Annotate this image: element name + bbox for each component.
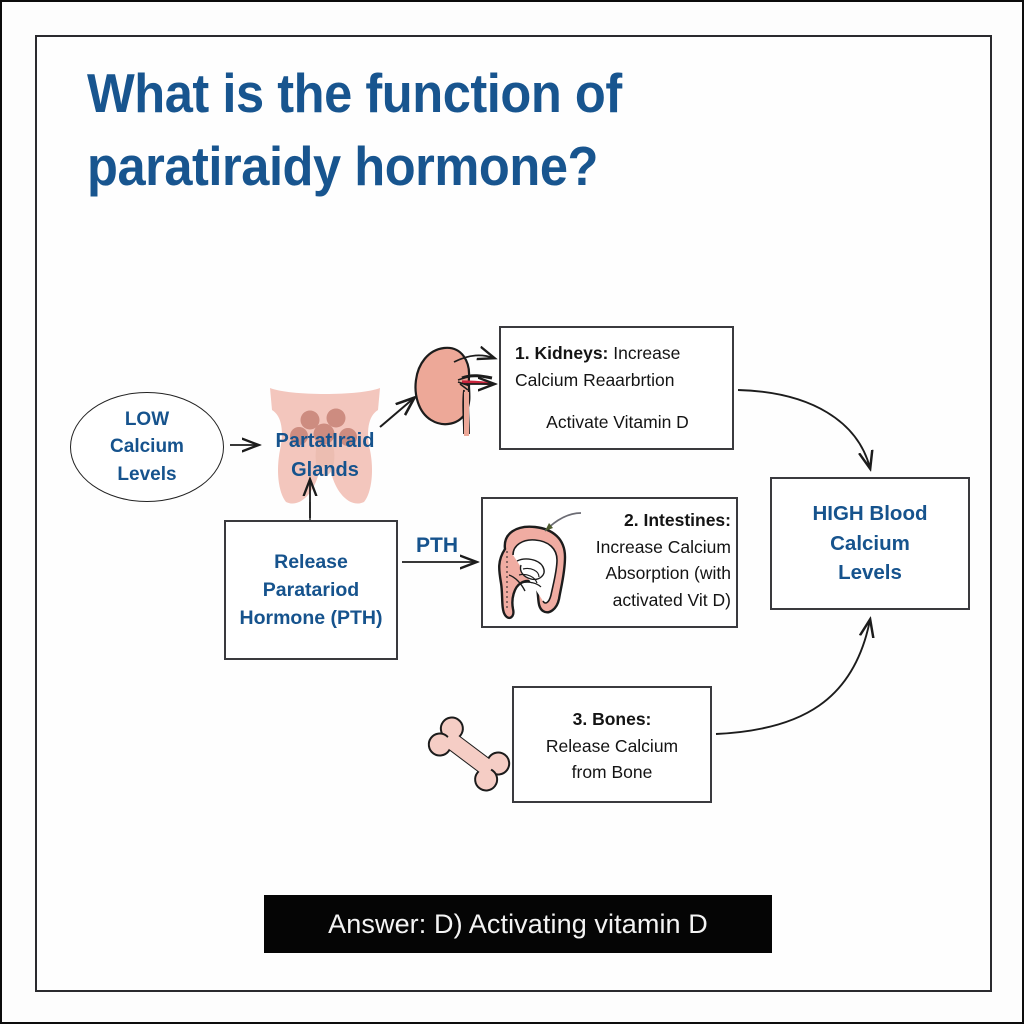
glands-line-1: PartatIraid [275,430,375,452]
high-calcium-line-2: Calcium [830,531,910,555]
page-title: What is the function of paratiraidy horm… [87,57,805,202]
release-pth-label: Release Paratariod Hormone (PTH) [226,548,396,633]
high-calcium-line-1: HIGH Blood [812,501,928,525]
release-line-3: Hormone (PTH) [239,607,383,630]
intestines-organ: Intestines: [643,510,731,530]
parathyroid-gland-icon [270,388,380,504]
intestines-box: 2. Intestines: Increase Calcium Absorpti… [481,497,738,628]
kidneys-number: 1. [515,343,530,363]
glands-line-2: Glands [291,459,359,481]
release-pth-box: Release Paratariod Hormone (PTH) [224,520,398,660]
high-calcium-line-3: Levels [838,561,902,585]
intestines-line-4: activated Vit D) [612,589,731,610]
answer-text: Answer: D) Activating vitamin D [328,908,708,939]
bones-line-3: from Bone [571,762,653,783]
low-calcium-ellipse: LOW Calcium Levels [70,392,224,502]
kidneys-line-3: Activate Vitamin D [546,412,689,433]
intestines-line-2: Increase Calcium [595,536,731,557]
high-calcium-label: HIGH Blood Calcium Levels [812,499,927,588]
intestines-number: 2. [623,510,639,530]
bone-icon [427,716,511,792]
low-calcium-line-1: LOW [124,408,170,430]
bones-number: 3. [572,709,588,729]
intestine-pointer-arrow-icon [544,512,582,532]
intestines-line-3: Absorption (with [605,563,731,584]
bones-box: 3. Bones: Release Calcium from Bone [512,686,712,803]
intestines-text: 2. Intestines: Increase Calcium Absorpti… [563,507,731,613]
bones-heading-line: 3. Bones: [514,706,710,733]
kidneys-box: 1. Kidneys: Increase Calcium Reaarbrtion… [499,326,734,450]
kidneys-line-2: Calcium Reaarbrtion [515,369,675,390]
bones-line-2: Release Calcium [545,735,679,756]
intestine-icon [498,525,567,620]
low-calcium-line-2: Calcium [110,436,184,458]
title-line-2: paratiraidy hormone? [87,134,598,197]
kidney-icon [414,346,493,436]
kidneys-organ: Kidneys: [534,343,609,363]
bones-organ: Bones: [592,709,652,729]
title-line-1: What is the function of [87,62,622,124]
low-calcium-label: LOW Calcium Levels [110,406,184,489]
low-calcium-line-3: Levels [117,463,177,485]
parathyroid-glands-label: PartatIraid Glands [250,427,400,485]
release-line-2: Paratariod [262,578,360,601]
kidneys-heading-line: 1. Kidneys: Increase [515,340,720,367]
answer-banner: Answer: D) Activating vitamin D [264,895,772,953]
high-calcium-box: HIGH Blood Calcium Levels [770,477,970,610]
release-line-1: Release [274,550,348,573]
intestines-heading-line: 2. Intestines: [563,507,731,534]
pth-arrow-label: PTH [416,534,458,557]
kidneys-text: 1. Kidneys: Increase Calcium Reaarbrtion… [515,340,720,436]
bones-text: 3. Bones: Release Calcium from Bone [514,706,710,786]
kidneys-inline: Increase [608,343,681,363]
